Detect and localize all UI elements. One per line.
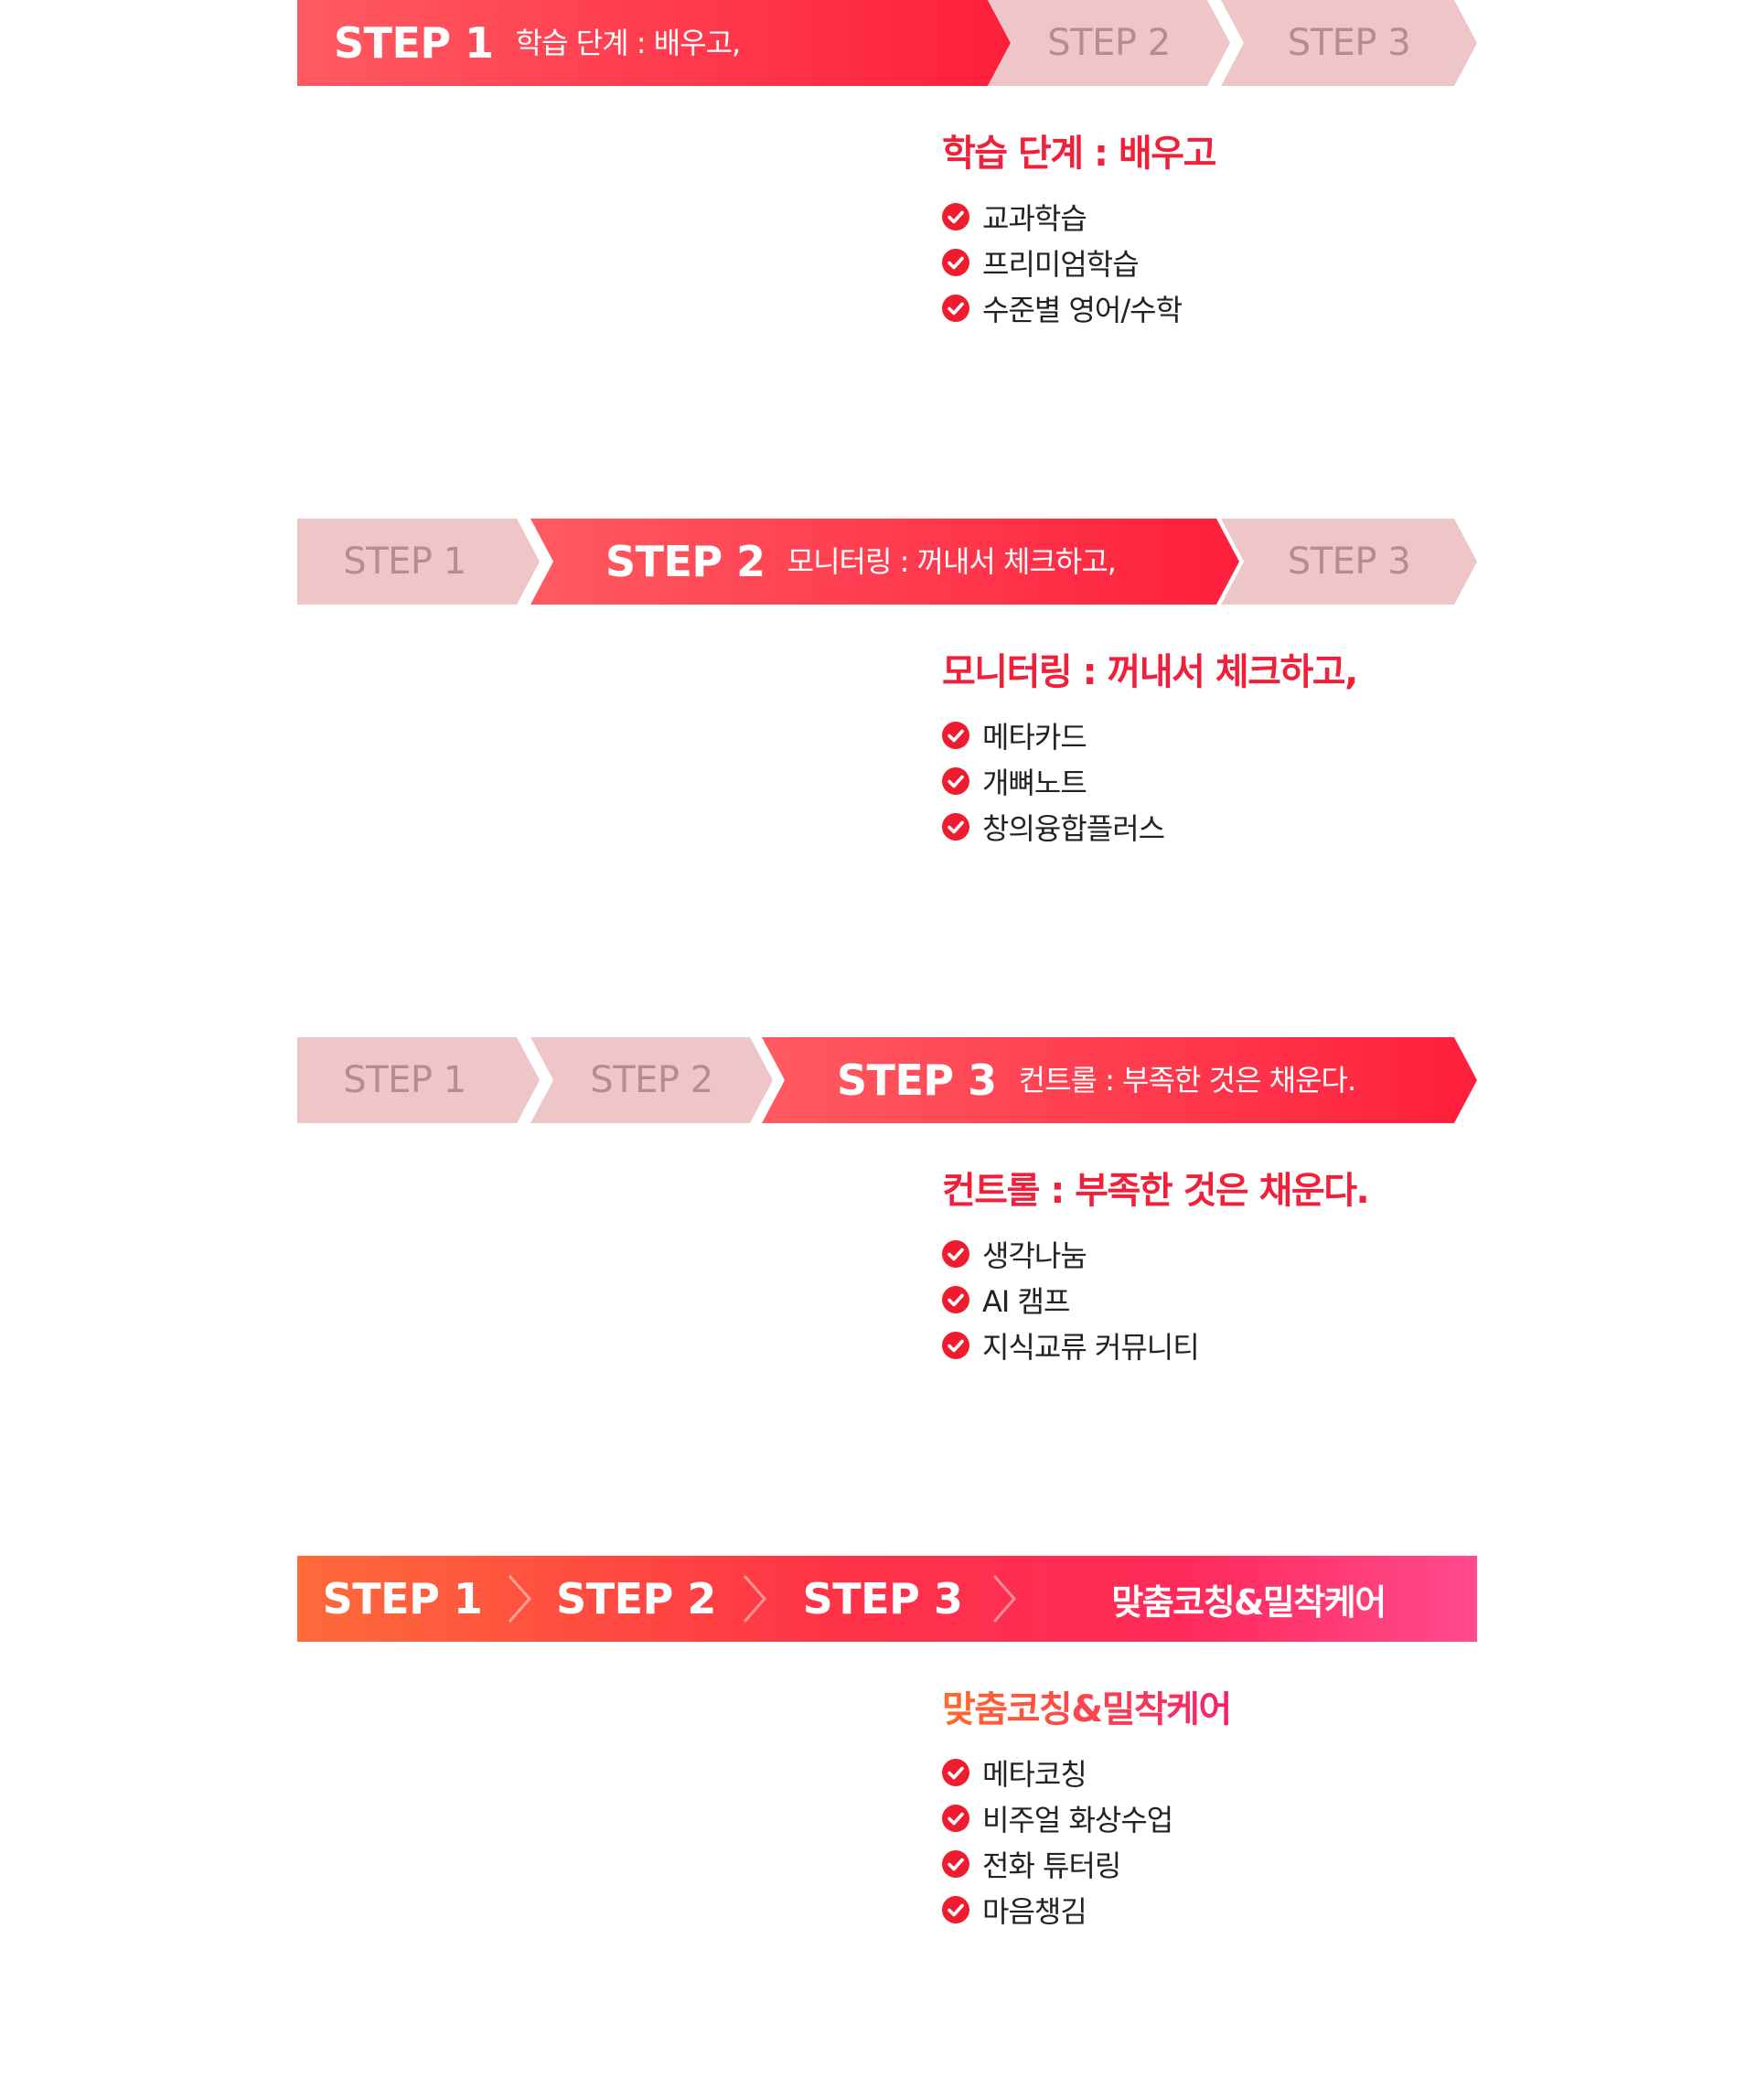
step-1-segment[interactable]: STEP 1 — [297, 519, 540, 605]
final-care-segment[interactable]: 맞춤코칭&밀착케어 — [1020, 1556, 1477, 1642]
check-circle-icon — [942, 1850, 969, 1878]
list-item-text: 개뼈노트 — [982, 766, 1087, 800]
step-content: 학습 단계 : 배우고 교과학습 프리미엄학습 수준별 영어/수학 — [942, 133, 1216, 331]
final-step-3[interactable]: STEP 3 — [768, 1556, 997, 1642]
final-step-2[interactable]: STEP 2 — [533, 1556, 739, 1642]
check-circle-icon — [942, 722, 969, 749]
list-item-text: 전화 튜터링 — [982, 1848, 1121, 1883]
step-label: STEP 2 — [590, 1059, 713, 1101]
final-progress-bar: STEP 1 STEP 2 STEP 3 맞춤코칭&밀착케어 — [297, 1556, 1477, 1642]
check-circle-icon — [942, 1759, 969, 1786]
list-item-text: 창의융합플러스 — [982, 811, 1165, 846]
step-subtitle: 학습 단계 : 배우고, — [515, 26, 742, 60]
final-section: STEP 1 STEP 2 STEP 3 맞춤코칭&밀착케어 맞춤코칭&밀착케어… — [0, 1556, 1756, 2100]
check-circle-icon — [942, 1896, 969, 1923]
list-item-text: 메타코칭 — [982, 1757, 1087, 1792]
list-item: 수준별 영어/수학 — [942, 285, 1215, 331]
chevron-right-icon — [743, 1575, 766, 1623]
final-step-1[interactable]: STEP 1 — [297, 1556, 508, 1642]
step-section-1: STEP 1 학습 단계 : 배우고, STEP 2 STEP 3 학습 단계 … — [0, 0, 1756, 512]
step-2-segment[interactable]: STEP 2 — [988, 0, 1230, 86]
feature-list: 메타카드 개뼈노트 창의융합플러스 — [942, 712, 1357, 850]
content-title: 모니터링 : 꺼내서 체크하고, — [942, 651, 1358, 693]
chevron-right-icon — [992, 1575, 1016, 1623]
list-item-text: 비주얼 화상수업 — [982, 1803, 1173, 1838]
check-circle-icon — [942, 203, 969, 230]
list-item-text: 지식교류 커뮤니티 — [982, 1330, 1200, 1365]
list-item-text: 마음챙김 — [982, 1894, 1087, 1929]
step-progress-bar: STEP 1 학습 단계 : 배우고, STEP 2 STEP 3 — [297, 0, 1477, 86]
check-circle-icon — [942, 1805, 969, 1832]
content-title: 컨트롤 : 부족한 것은 채운다. — [942, 1170, 1370, 1212]
check-circle-icon — [942, 1240, 969, 1268]
step-3-segment[interactable]: STEP 3 — [1221, 519, 1477, 605]
content-title: 학습 단계 : 배우고 — [942, 133, 1216, 175]
step-1-segment[interactable]: STEP 1 학습 단계 : 배우고, — [297, 0, 1011, 86]
list-item: 프리미엄학습 — [942, 240, 1215, 285]
step-subtitle: 컨트롤 : 부족한 것은 채운다. — [1018, 1063, 1356, 1098]
check-circle-icon — [942, 1332, 969, 1359]
step-2-segment[interactable]: STEP 2 — [530, 1037, 773, 1123]
list-item: 메타코칭 — [942, 1750, 1231, 1795]
feature-list: 메타코칭 비주얼 화상수업 전화 튜터링 마음챙김 — [942, 1750, 1231, 1933]
list-item: 메타카드 — [942, 712, 1357, 758]
step-label: STEP 2 — [605, 537, 766, 586]
list-item-text: 메타카드 — [982, 720, 1087, 755]
check-circle-icon — [942, 1286, 969, 1313]
check-circle-icon — [942, 249, 969, 276]
list-item-text: 수준별 영어/수학 — [982, 293, 1183, 327]
step-progress-bar: STEP 1 STEP 2 모니터링 : 꺼내서 체크하고, STEP 3 — [297, 519, 1477, 605]
step-subtitle: 모니터링 : 꺼내서 체크하고, — [787, 544, 1117, 579]
final-label: 맞춤코칭&밀착케어 — [1111, 1581, 1387, 1623]
step-3-segment[interactable]: STEP 3 컨트롤 : 부족한 것은 채운다. — [762, 1037, 1477, 1123]
list-item: 지식교류 커뮤니티 — [942, 1323, 1368, 1368]
check-circle-icon — [942, 767, 969, 795]
content-title: 맞춤코칭&밀착케어 — [942, 1688, 1232, 1730]
step-label: STEP 1 — [343, 541, 466, 583]
step-label: STEP 2 — [556, 1574, 716, 1623]
step-section-2: STEP 1 STEP 2 모니터링 : 꺼내서 체크하고, STEP 3 모니… — [0, 519, 1756, 1031]
list-item-text: 교과학습 — [982, 201, 1087, 236]
step-3-segment[interactable]: STEP 3 — [1221, 0, 1477, 86]
list-item: AI 캠프 — [942, 1277, 1368, 1323]
step-1-segment[interactable]: STEP 1 — [297, 1037, 540, 1123]
check-circle-icon — [942, 813, 969, 841]
step-label: STEP 1 — [334, 18, 494, 68]
list-item: 전화 튜터링 — [942, 1841, 1231, 1887]
feature-list: 교과학습 프리미엄학습 수준별 영어/수학 — [942, 194, 1215, 331]
step-label: STEP 3 — [802, 1574, 963, 1623]
check-circle-icon — [942, 295, 969, 322]
list-item: 교과학습 — [942, 194, 1215, 240]
list-item: 창의융합플러스 — [942, 804, 1357, 850]
list-item-text: AI 캠프 — [982, 1284, 1070, 1319]
step-content: 모니터링 : 꺼내서 체크하고, 메타카드 개뼈노트 창의융합플러스 — [942, 651, 1358, 850]
step-label: STEP 3 — [1287, 541, 1411, 583]
step-label: STEP 1 — [343, 1059, 466, 1101]
list-item-text: 생각나눔 — [982, 1238, 1087, 1273]
step-label: STEP 1 — [322, 1574, 483, 1623]
list-item: 개뼈노트 — [942, 758, 1357, 804]
step-progress-bar: STEP 1 STEP 2 STEP 3 컨트롤 : 부족한 것은 채운다. — [297, 1037, 1477, 1123]
chevron-right-icon — [508, 1575, 531, 1623]
step-label: STEP 3 — [1287, 22, 1411, 64]
list-item-text: 프리미엄학습 — [982, 247, 1140, 282]
list-item: 생각나눔 — [942, 1231, 1368, 1277]
step-content: 컨트롤 : 부족한 것은 채운다. 생각나눔 AI 캠프 지식교류 커뮤니티 — [942, 1170, 1370, 1368]
step-section-3: STEP 1 STEP 2 STEP 3 컨트롤 : 부족한 것은 채운다. 컨… — [0, 1037, 1756, 1549]
list-item: 비주얼 화상수업 — [942, 1795, 1231, 1841]
list-item: 마음챙김 — [942, 1887, 1231, 1933]
step-label: STEP 3 — [837, 1055, 997, 1105]
step-label: STEP 2 — [1047, 22, 1171, 64]
final-content: 맞춤코칭&밀착케어 메타코칭 비주얼 화상수업 전화 튜터링 마음챙김 — [942, 1688, 1232, 1933]
step-2-segment[interactable]: STEP 2 모니터링 : 꺼내서 체크하고, — [530, 519, 1239, 605]
feature-list: 생각나눔 AI 캠프 지식교류 커뮤니티 — [942, 1231, 1368, 1368]
